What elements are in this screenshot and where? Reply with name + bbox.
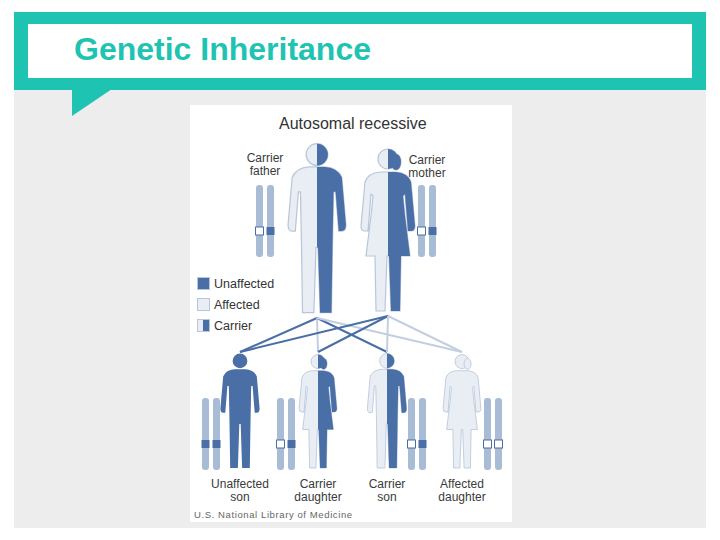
inheritance-line <box>387 316 388 352</box>
legend-row: Carrier <box>197 319 287 333</box>
figure-title: Autosomal recessive <box>279 114 427 133</box>
normal-allele <box>288 440 296 448</box>
chromosome <box>256 185 263 257</box>
inheritance-line <box>240 316 388 352</box>
figure-label: Unaffected son <box>211 478 269 504</box>
normal-allele <box>267 227 275 235</box>
chromosome <box>419 398 426 470</box>
normal-allele <box>419 440 427 448</box>
figure-label: Carrier daughter <box>294 478 341 504</box>
child-figure: Carrier daughter <box>297 352 339 504</box>
chromosome <box>288 398 295 470</box>
chromosome <box>267 185 274 257</box>
inheritance-line <box>317 318 318 352</box>
credit-note: U.S. National Library of Medicine <box>194 509 353 522</box>
inheritance-line <box>318 316 388 352</box>
parent-figure: Carrier mother <box>358 146 418 316</box>
chromosome <box>495 398 502 470</box>
recessive-allele <box>484 440 492 448</box>
recessive-allele <box>495 440 503 448</box>
legend: UnaffectedAffectedCarrier <box>197 277 287 337</box>
father-figure-half <box>317 144 346 313</box>
father-dark-half <box>317 144 346 313</box>
legend-swatch <box>197 277 210 290</box>
figure-label: Affected daughter <box>438 478 485 504</box>
figure-label: Carrier son <box>369 478 406 504</box>
normal-allele <box>202 440 210 448</box>
chromosome <box>429 185 436 257</box>
son-figure-half <box>387 354 407 468</box>
child-figure: Carrier son <box>366 352 408 504</box>
legend-text: Unaffected <box>214 277 274 291</box>
recessive-allele <box>408 440 416 448</box>
chromosome <box>213 398 220 470</box>
inheritance-line <box>388 316 462 352</box>
chromosome <box>277 398 284 470</box>
legend-swatch <box>197 319 210 332</box>
slide-title: Genetic Inheritance <box>74 30 371 68</box>
child-figure: Unaffected son <box>219 352 261 504</box>
recessive-allele <box>277 440 285 448</box>
legend-swatch <box>197 298 210 311</box>
pointer-triangle <box>72 89 112 116</box>
daughter-figure <box>299 355 337 468</box>
legend-row: Unaffected <box>197 277 287 291</box>
legend-text: Affected <box>214 298 260 312</box>
legend-row: Affected <box>197 298 287 312</box>
recessive-allele <box>418 227 426 235</box>
figure-label: Carrier father <box>247 152 284 178</box>
daughter-figure-half <box>318 355 337 468</box>
figure-label: Carrier mother <box>408 154 445 180</box>
son-figure <box>220 354 259 468</box>
child-figure: Affected daughter <box>441 352 483 504</box>
chromosome <box>202 398 209 470</box>
inheritance-line <box>317 318 462 352</box>
normal-allele <box>213 440 221 448</box>
parent-figure: Carrier father <box>286 142 348 318</box>
recessive-allele <box>256 227 264 235</box>
father-figure <box>288 144 346 313</box>
normal-allele <box>429 227 437 235</box>
chromosome <box>484 398 491 470</box>
son-figure <box>367 354 406 468</box>
son-dark-half <box>387 354 407 468</box>
legend-text: Carrier <box>214 319 252 333</box>
daughter-figure <box>443 355 481 468</box>
mother-figure <box>361 149 415 311</box>
chromosome <box>408 398 415 470</box>
chromosome <box>418 185 425 257</box>
daughter-dark-half <box>318 355 337 468</box>
